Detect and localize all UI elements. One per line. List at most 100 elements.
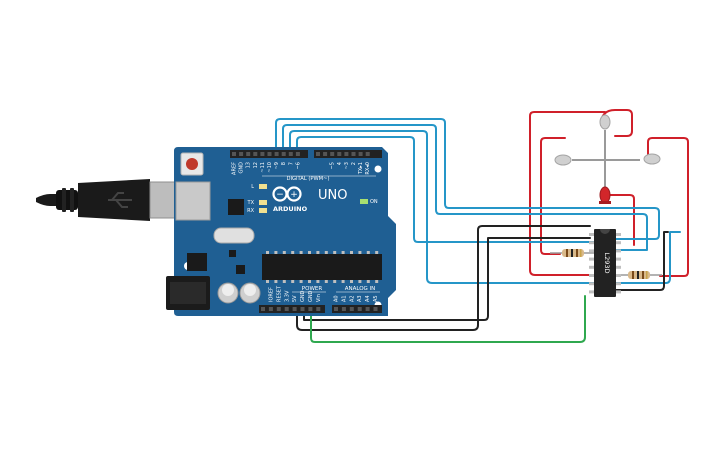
header-hole[interactable] <box>276 307 281 311</box>
chip-pin[interactable] <box>589 282 594 286</box>
header-hole[interactable] <box>281 152 286 156</box>
header-hole[interactable] <box>295 152 300 156</box>
header-hole[interactable] <box>292 307 297 311</box>
atmega-pin <box>333 280 337 283</box>
led-cluster[interactable] <box>554 114 661 204</box>
usb-cable-ridge-2 <box>70 188 74 212</box>
chip-pin[interactable] <box>616 257 621 261</box>
header-hole[interactable] <box>284 307 289 311</box>
atmega-pin <box>366 280 370 283</box>
chip-pin[interactable] <box>616 274 621 277</box>
chip-pin[interactable] <box>589 274 594 277</box>
header-hole[interactable] <box>253 152 258 156</box>
board-label-l: L <box>251 184 254 190</box>
header-hole[interactable] <box>358 152 363 156</box>
chip-pin[interactable] <box>616 233 621 236</box>
header-hole[interactable] <box>267 152 272 156</box>
chip-pin[interactable] <box>616 241 621 245</box>
header-hole[interactable] <box>260 152 265 156</box>
header-hole[interactable] <box>357 307 362 311</box>
header-hole[interactable] <box>337 152 342 156</box>
header-hole[interactable] <box>341 307 346 311</box>
resistor-right-band <box>642 271 644 279</box>
atmega-pin <box>282 251 286 254</box>
header-hole[interactable] <box>373 307 378 311</box>
power-header <box>259 305 325 313</box>
digital-pin-label: AREF <box>232 162 238 175</box>
board-label-on: ON <box>370 199 378 205</box>
atmega-pin <box>341 251 345 254</box>
resistor-right[interactable] <box>616 271 662 279</box>
power-pin-label: RESET <box>276 285 282 302</box>
digital-header-label: DIGITAL (PWM~) <box>286 176 329 182</box>
atmega-pin <box>308 280 311 283</box>
atmega-pin <box>282 280 286 283</box>
wire-red-left <box>529 111 606 276</box>
chip-pin[interactable] <box>616 265 621 269</box>
wire-black-1 <box>296 225 591 331</box>
header-hole[interactable] <box>365 152 370 156</box>
smd-part <box>236 265 245 274</box>
l293d-chip[interactable]: L293D <box>589 229 621 297</box>
led-top <box>599 114 611 130</box>
logo-plus: + <box>290 190 298 200</box>
chip-pin[interactable] <box>616 290 621 294</box>
resistor-left-band <box>566 249 568 257</box>
digital-pin-label: ~5 <box>330 162 336 169</box>
usb-cable[interactable] <box>36 179 185 221</box>
analog-pin-label: A0 <box>334 295 340 302</box>
chip-pin[interactable] <box>616 282 621 286</box>
chip-pin[interactable] <box>589 265 594 269</box>
header-hole[interactable] <box>330 152 335 156</box>
reset-button-cap <box>186 158 198 170</box>
atmega-pin <box>299 280 303 283</box>
chip-pin[interactable] <box>616 249 621 253</box>
header-hole[interactable] <box>246 152 251 156</box>
header-hole[interactable] <box>316 307 321 311</box>
header-hole[interactable] <box>239 152 244 156</box>
header-hole[interactable] <box>261 307 265 311</box>
header-hole[interactable] <box>365 307 370 311</box>
atmega-pin <box>375 251 379 254</box>
power-pin-label: 3.3V <box>284 290 290 302</box>
atmega-pin <box>266 251 269 254</box>
atmega-pin <box>274 280 278 283</box>
bottom-header-holes <box>261 307 378 311</box>
chip-pin[interactable] <box>589 290 594 294</box>
power-pin-label: GND <box>308 290 314 302</box>
resistor-left[interactable] <box>550 249 594 257</box>
atmega-pin <box>299 251 303 254</box>
chip-pin[interactable] <box>589 241 594 245</box>
analog-pin-label: A5 <box>373 295 379 302</box>
header-hole[interactable] <box>323 152 328 156</box>
digital-pin-label: RX◂0 <box>365 162 371 175</box>
header-hole[interactable] <box>268 307 273 311</box>
header-hole[interactable] <box>316 152 320 156</box>
header-hole[interactable] <box>349 307 354 311</box>
smd-part <box>229 250 236 257</box>
atmega-pin <box>375 280 379 283</box>
chip-pin[interactable] <box>589 249 594 253</box>
digital-pin-label: ~10 <box>267 162 273 173</box>
header-hole[interactable] <box>334 307 338 311</box>
atmega-pin <box>366 251 370 254</box>
chip-pin[interactable] <box>589 257 594 261</box>
header-hole[interactable] <box>308 307 313 311</box>
digital-pin-label: ~9 <box>274 162 280 169</box>
header-hole[interactable] <box>288 152 293 156</box>
digital-pin-label: 12 <box>253 162 259 168</box>
board-led-l <box>259 184 267 189</box>
header-hole[interactable] <box>300 307 305 311</box>
atmega-pin <box>358 280 362 283</box>
chip-pin[interactable] <box>589 233 594 236</box>
power-jack-inner <box>170 282 206 304</box>
header-hole[interactable] <box>344 152 349 156</box>
header-hole[interactable] <box>351 152 356 156</box>
power-pin-label: IOREF <box>269 287 275 302</box>
power-pin-label: Vin <box>316 294 322 302</box>
header-hole[interactable] <box>274 152 279 156</box>
digital-pin-label: 4 <box>337 162 343 165</box>
resistor-right-band <box>646 271 648 279</box>
header-hole[interactable] <box>232 152 236 156</box>
